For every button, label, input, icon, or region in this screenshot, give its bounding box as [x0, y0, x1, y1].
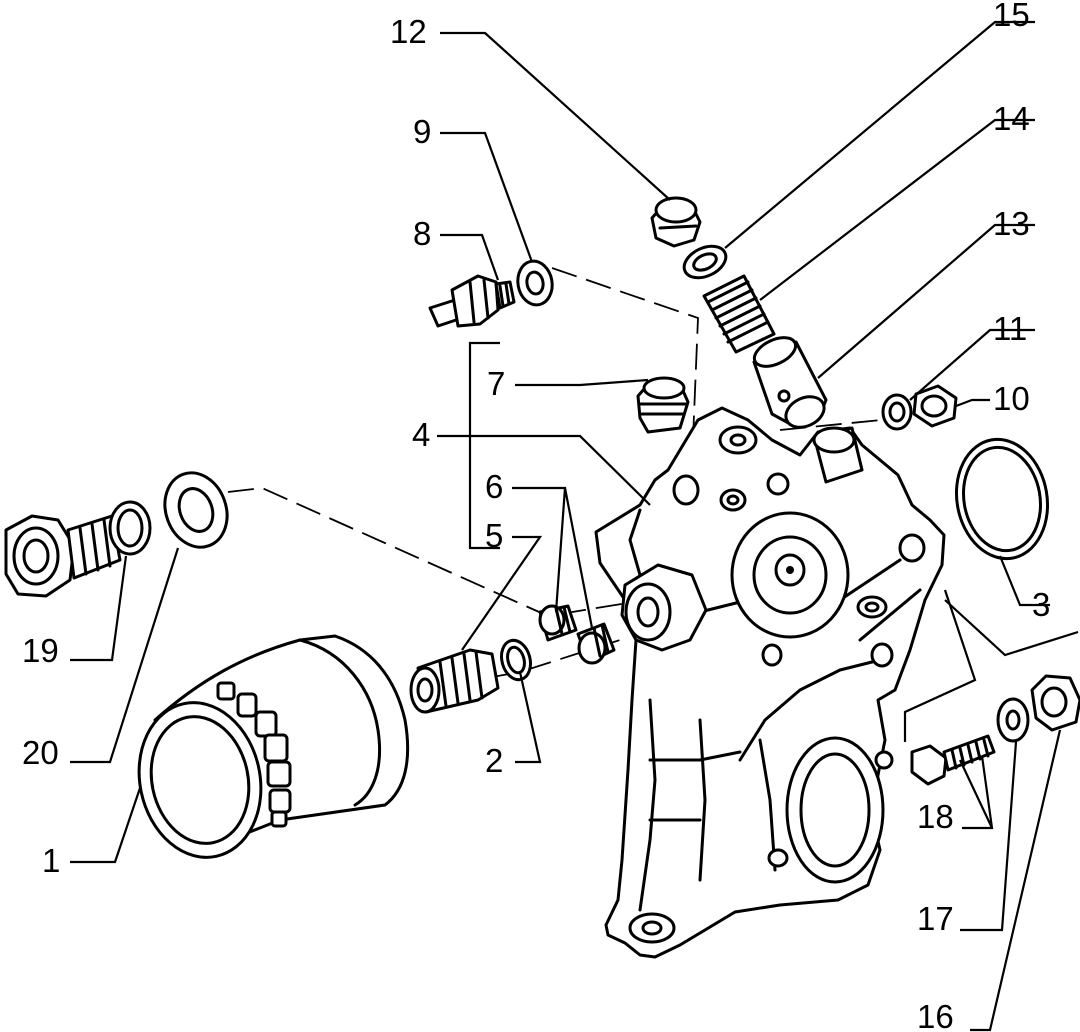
plug-part	[636, 376, 690, 434]
oil-filter-part	[137, 634, 410, 859]
seal-ring-part	[954, 437, 1050, 561]
pressure-sender-part	[428, 274, 516, 328]
callout-4: 4	[412, 416, 430, 453]
callout-8: 8	[413, 215, 431, 252]
callout-20: 20	[22, 734, 59, 771]
callout-17: 17	[917, 900, 954, 937]
callout-12: 12	[390, 13, 427, 50]
callout-7: 7	[487, 365, 505, 402]
callout-16: 16	[917, 998, 954, 1032]
stud-bolt-part	[910, 734, 996, 786]
filter-wrench-flats	[216, 681, 292, 828]
housing-part	[594, 406, 946, 959]
washer-20-part	[163, 471, 229, 549]
callout-9: 9	[413, 113, 431, 150]
o-ring-part	[500, 638, 532, 682]
threaded-plugs-part	[538, 604, 616, 665]
washer-17-part	[996, 697, 1030, 743]
valve-sleeve-part	[752, 336, 828, 429]
nut-part	[1030, 674, 1080, 732]
bolt-10-part	[912, 384, 958, 428]
washer-9-part	[516, 259, 554, 307]
leader-lines	[70, 20, 1079, 1032]
spring-part	[702, 274, 776, 354]
callout-labels: 1 2 3 4 5 6 7 8 9 10 11 12 13 14 15 16 1…	[22, 0, 1050, 1032]
washer-11-part	[881, 393, 913, 431]
washer-15-part	[682, 244, 728, 280]
banjo-bolt-part	[4, 500, 152, 598]
callout-19: 19	[22, 632, 59, 669]
callout-11: 11	[993, 310, 1027, 347]
cap-plug-part	[650, 196, 702, 248]
threaded-union-part	[409, 648, 500, 714]
callout-3: 3	[1032, 586, 1050, 623]
callout-6: 6	[485, 468, 503, 505]
callout-2: 2	[485, 742, 503, 779]
callout-15: 15	[993, 0, 1030, 33]
callout-1: 1	[42, 842, 60, 879]
callout-10: 10	[993, 380, 1030, 417]
callout-5: 5	[485, 517, 503, 554]
callout-14: 14	[993, 100, 1030, 137]
callout-18: 18	[917, 798, 954, 835]
callout-13: 13	[993, 205, 1030, 242]
